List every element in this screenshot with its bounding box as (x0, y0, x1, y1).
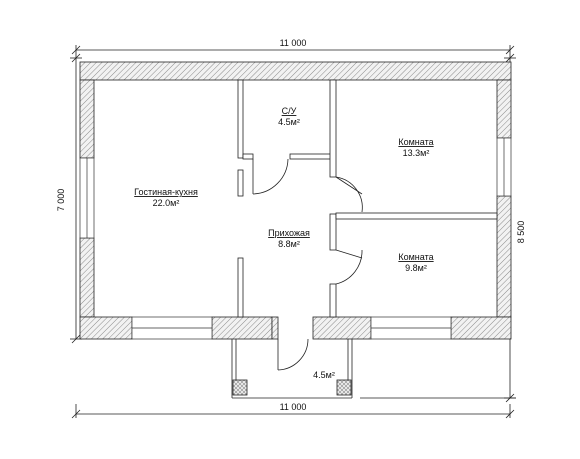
room-hallway-area: 8.8м² (278, 239, 300, 249)
room-upper-area: 13.3м² (403, 148, 430, 158)
room-bathroom-name: С/У (282, 106, 297, 116)
porch-pillar-left (232, 379, 248, 396)
dimension-right-label: 8 500 (516, 221, 526, 244)
dimension-left-label: 7 000 (56, 189, 66, 212)
porch-area: 4.5м² (313, 370, 335, 380)
dimension-bottom (71, 397, 516, 419)
exterior-walls (79, 61, 512, 340)
room-bathroom-area: 4.5м² (278, 117, 300, 127)
dimension-top-label: 11 000 (280, 38, 307, 48)
room-upper-name: Комната (398, 137, 433, 147)
room-living-kitchen-area: 22.0м² (153, 198, 180, 208)
porch (231, 339, 353, 399)
room-living-kitchen-name: Гостиная-кухня (134, 187, 198, 197)
porch-pillar-right (336, 379, 352, 396)
doors (252, 158, 363, 371)
windows (79, 137, 512, 340)
room-hallway-name: Прихожая (268, 228, 310, 238)
interior-walls (237, 79, 498, 318)
dimension-bottom-label: 11 000 (280, 402, 307, 412)
room-lower-name: Комната (398, 252, 433, 262)
dimension-top (71, 45, 515, 58)
room-lower-area: 9.8м² (405, 263, 427, 273)
